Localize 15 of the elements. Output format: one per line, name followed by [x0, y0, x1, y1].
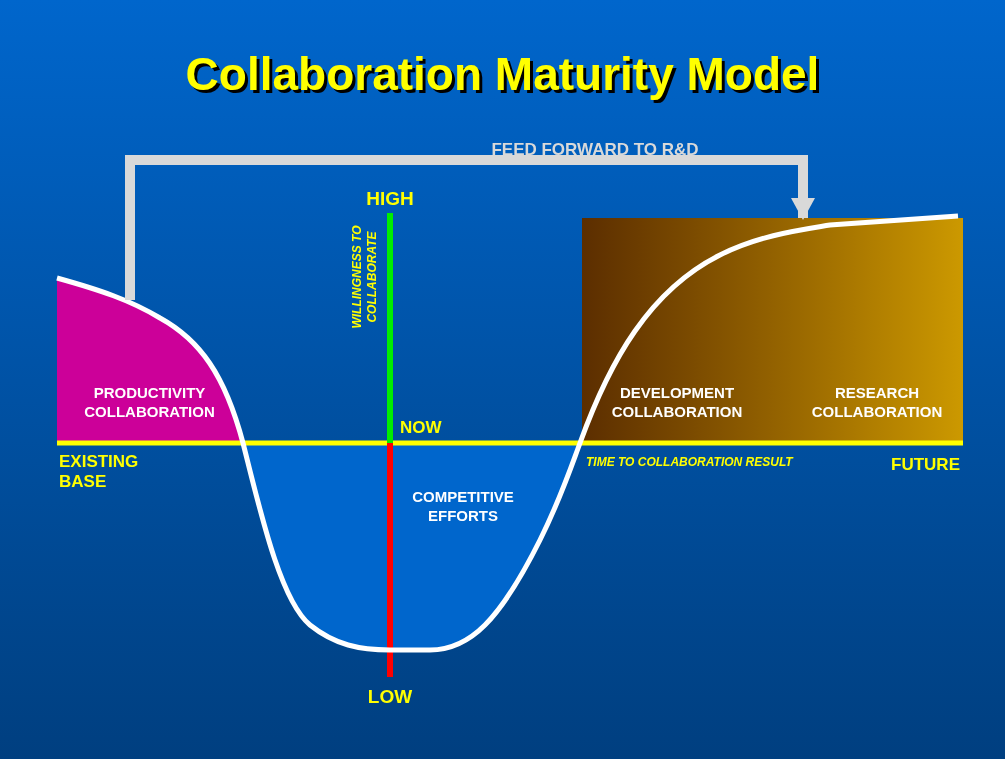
axis-label: TIME TO COLLABORATION RESULT	[586, 454, 795, 471]
title: Collaboration Maturity Model	[184, 47, 821, 102]
axis-title: WILLINGNESS TO COLLABORATE	[350, 224, 380, 331]
region-label: DEVELOPMENT COLLABORATION	[610, 383, 744, 421]
region-label: PRODUCTIVITY COLLABORATION	[83, 383, 216, 421]
axis-label: EXISTING BASE	[59, 452, 140, 492]
edge-label: FEED FORWARD TO R&D	[490, 139, 700, 161]
axis-label: HIGH	[365, 187, 415, 211]
axis-label: LOW	[366, 685, 414, 709]
region-label: COMPETITIVE EFFORTS	[411, 487, 515, 525]
axis-label: FUTURE	[890, 454, 960, 476]
collaboration-box	[582, 218, 963, 443]
region-label: RESEARCH COLLABORATION	[810, 383, 944, 421]
axis-label: NOW	[400, 417, 443, 439]
feedback-arrow	[125, 155, 815, 300]
